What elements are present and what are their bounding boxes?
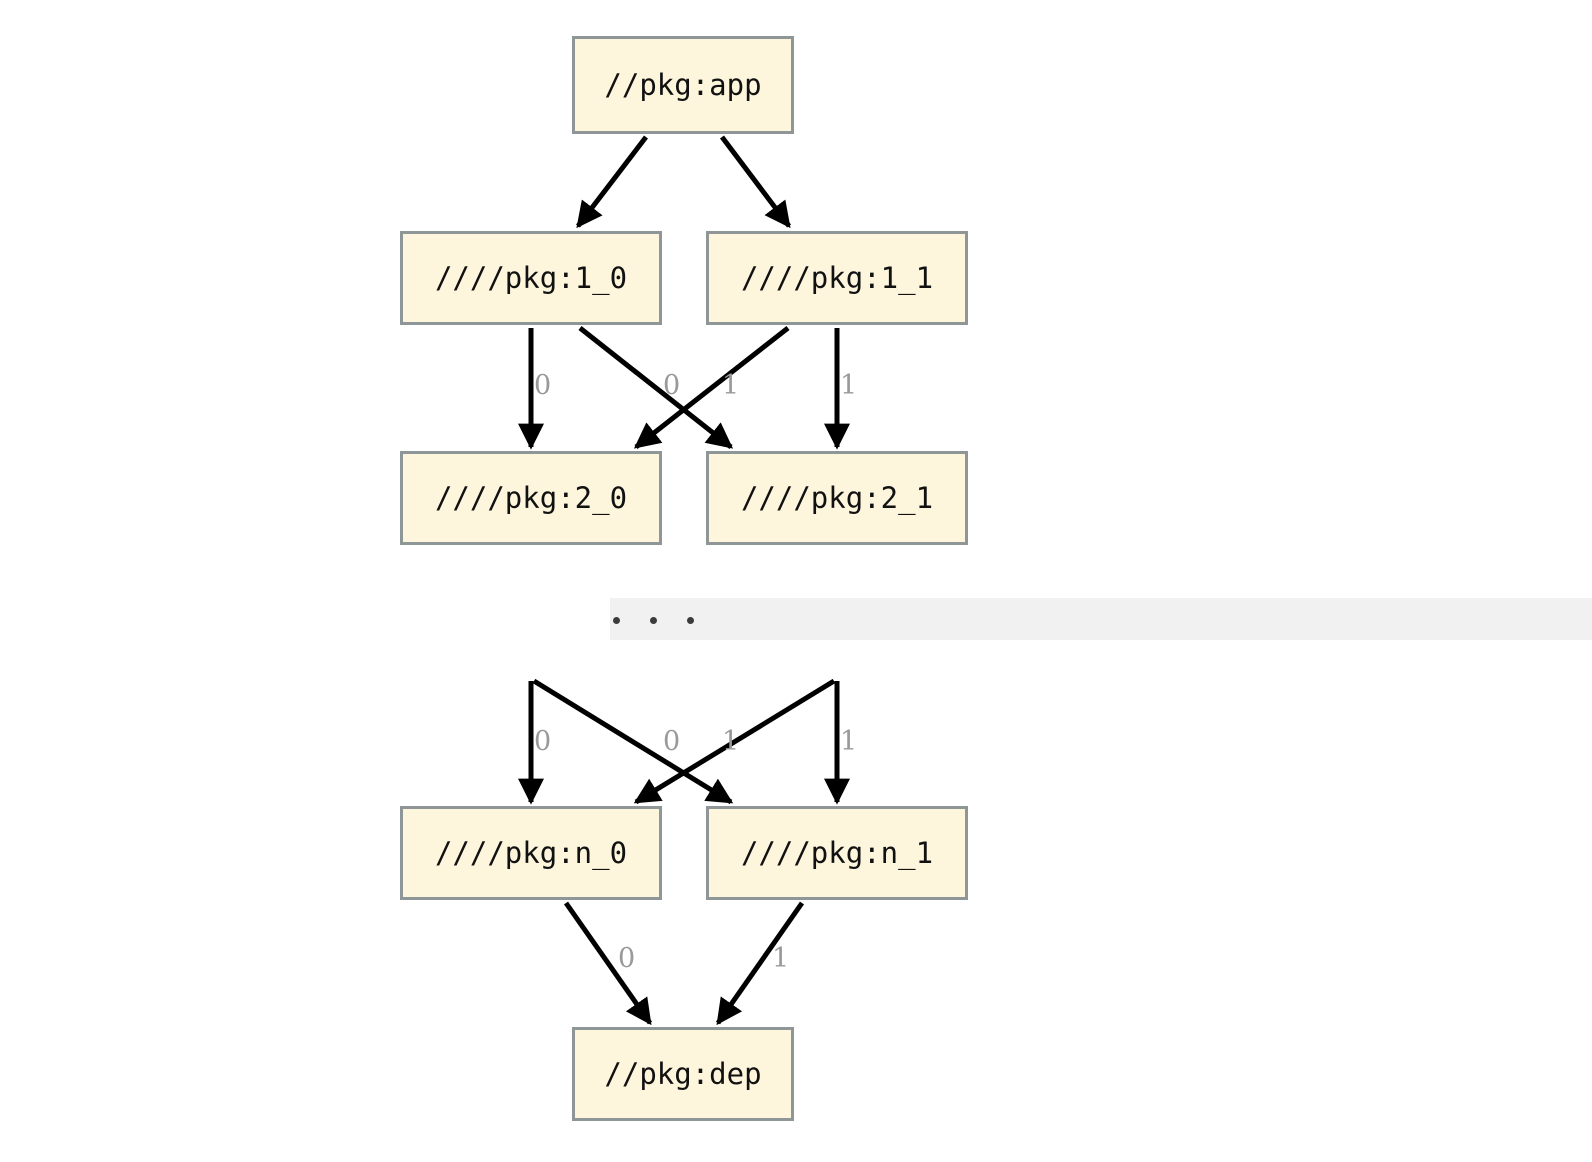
graph-node-l1_0[interactable]: ////pkg:1_0: [400, 231, 662, 325]
graph-node-ln_0[interactable]: ////pkg:n_0: [400, 806, 662, 900]
ellipsis-dot: [687, 617, 694, 624]
edge-n_0-to-dep: [563, 901, 653, 1026]
edge-label: 1: [840, 726, 858, 757]
graph-node-label: ////pkg:1_0: [434, 261, 628, 295]
graph-node-dep[interactable]: //pkg:dep: [572, 1027, 794, 1121]
edge-label: 0: [534, 370, 552, 401]
graph-node-label: ////pkg:1_1: [740, 261, 934, 295]
graph-node-label: ////pkg:2_0: [434, 481, 628, 515]
edge-1_1-to-2_0: [633, 326, 790, 449]
edge-label: 1: [722, 726, 740, 757]
graph-node-label: ////pkg:2_1: [740, 481, 934, 515]
graph-node-l1_1[interactable]: ////pkg:1_1: [706, 231, 968, 325]
edge-label: 1: [722, 370, 740, 401]
edge-1_0-to-2_1: [578, 326, 734, 449]
edge-label: 0: [534, 726, 552, 757]
ellipsis-dot: [650, 617, 657, 624]
edge-app-to-1_1: [720, 135, 791, 229]
ellipsis-indicator: [613, 617, 694, 624]
edge-dangling-to-n_1: [532, 678, 734, 805]
edge-label: 1: [840, 370, 858, 401]
edge-label: 0: [663, 726, 681, 757]
graph-node-l2_0[interactable]: ////pkg:2_0: [400, 451, 662, 545]
graph-node-label: ////pkg:n_0: [434, 836, 628, 870]
edge-label: 1: [772, 943, 790, 974]
ellipsis-dot: [613, 617, 620, 624]
graph-node-app[interactable]: //pkg:app: [572, 36, 794, 134]
graph-node-ln_1[interactable]: ////pkg:n_1: [706, 806, 968, 900]
graph-node-label: //pkg:dep: [604, 1057, 762, 1091]
edge-n_1-to-dep: [715, 901, 805, 1026]
edge-dangling-cross-to-n_0: [633, 678, 836, 805]
graph-node-l2_1[interactable]: ////pkg:2_1: [706, 451, 968, 545]
graph-node-label: ////pkg:n_1: [740, 836, 934, 870]
edge-app-to-1_0: [576, 135, 648, 229]
section-separator-band: [610, 598, 1592, 640]
edge-label: 0: [618, 943, 636, 974]
graph-node-label: //pkg:app: [604, 68, 762, 102]
edge-label: 0: [663, 370, 681, 401]
